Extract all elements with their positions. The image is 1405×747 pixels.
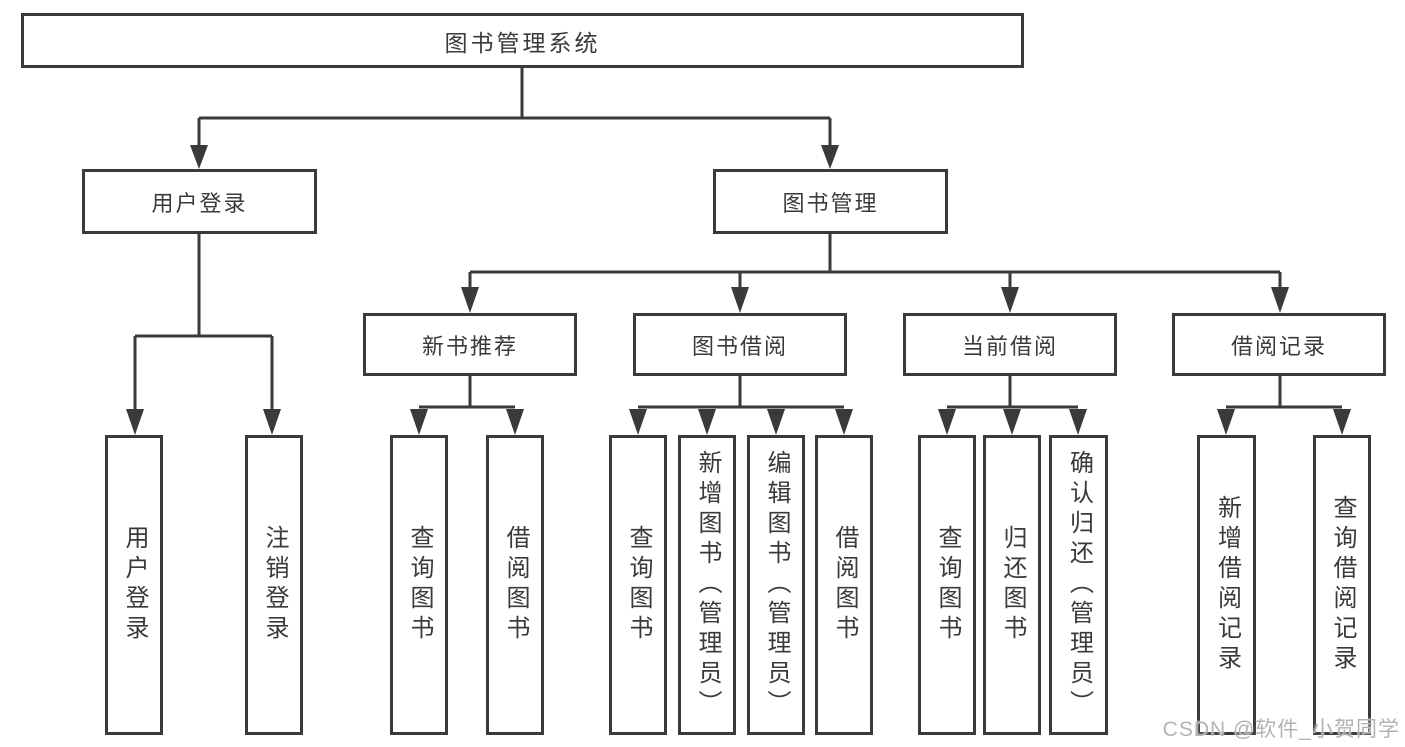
node-book-management: 图书管理 <box>713 169 948 234</box>
node-leaf-borrow-books-2: 借阅图书 <box>815 435 873 735</box>
node-leaf-query-borrow-record: 查询借阅记录 <box>1313 435 1371 735</box>
node-book-borrow: 图书借阅 <box>633 313 847 376</box>
node-leaf-query-books-2: 查询图书 <box>609 435 667 735</box>
node-new-book-recommend: 新书推荐 <box>363 313 577 376</box>
node-leaf-confirm-return-admin: 确认归还（管理员） <box>1049 435 1108 735</box>
node-leaf-query-books-3: 查询图书 <box>918 435 976 735</box>
node-borrow-records: 借阅记录 <box>1172 313 1386 376</box>
node-current-borrow: 当前借阅 <box>903 313 1117 376</box>
node-user-login: 用户登录 <box>82 169 317 234</box>
node-leaf-add-borrow-record: 新增借阅记录 <box>1197 435 1256 735</box>
node-leaf-edit-books-admin: 编辑图书（管理员） <box>747 435 805 735</box>
node-leaf-query-books-1: 查询图书 <box>390 435 448 735</box>
node-leaf-borrow-books-1: 借阅图书 <box>486 435 544 735</box>
csdn-watermark: CSDN @软件_小贺同学 <box>1162 718 1400 741</box>
node-leaf-add-books-admin: 新增图书（管理员） <box>678 435 736 735</box>
node-leaf-user-login: 用户登录 <box>105 435 163 735</box>
node-leaf-return-books: 归还图书 <box>983 435 1041 735</box>
node-root: 图书管理系统 <box>21 13 1024 68</box>
node-leaf-logout: 注销登录 <box>245 435 303 735</box>
